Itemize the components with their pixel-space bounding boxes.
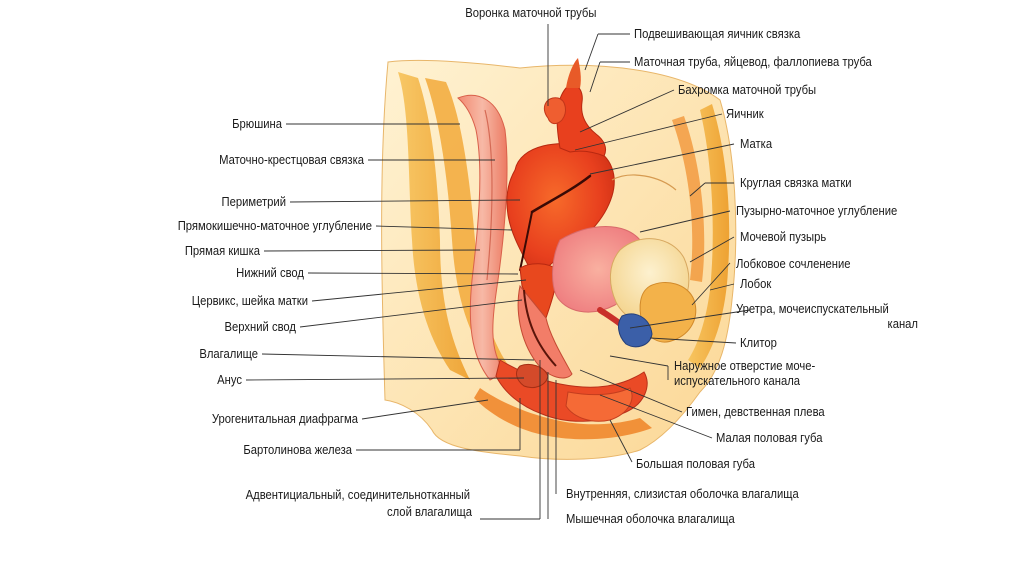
clitoris xyxy=(618,313,653,348)
label-voronka: Воронка маточной трубы xyxy=(465,6,597,20)
label-yaichnik: Яичник xyxy=(726,107,764,121)
label-myshechnaya: Мышечная оболочка влагалища xyxy=(566,512,735,526)
label-pryamaya-kishka: Прямая кишка xyxy=(184,244,260,258)
label-uretra-2: канал xyxy=(887,317,918,331)
label-bartolinova: Бартолинова железа xyxy=(243,443,352,457)
label-urogenitalnaya: Урогенитальная диафрагма xyxy=(211,412,358,426)
label-tserviks: Цервикс, шейка матки xyxy=(191,294,308,308)
label-adventitsialny-2: слой влагалища xyxy=(386,505,472,519)
label-podveshivayushchaya: Подвешивающая яичник связка xyxy=(634,27,801,41)
label-gimen: Гимен, девственная плева xyxy=(686,405,825,419)
label-bakhromka: Бахромка маточной трубы xyxy=(678,83,817,97)
label-vlagalishche: Влагалище xyxy=(199,347,258,361)
label-uretra-1: Уретра, мочеиспускательный xyxy=(736,302,889,316)
urogenital-diaphragm xyxy=(474,388,652,440)
label-anus: Анус xyxy=(217,373,242,387)
label-malaya-guba: Малая половая губа xyxy=(716,431,823,445)
pubic-symphysis xyxy=(639,282,697,343)
label-matochnaya-truba: Маточная труба, яйцевод, фаллопиева труб… xyxy=(634,55,872,69)
ovary xyxy=(543,97,566,125)
label-nizhniy-svod: Нижний свод xyxy=(236,266,304,280)
label-bolshaya-guba: Большая половая губа xyxy=(636,457,755,471)
label-lobok: Лобок xyxy=(740,277,772,291)
label-verkhniy-svod: Верхний свод xyxy=(224,320,296,334)
fimbriae xyxy=(566,58,581,88)
label-matochno-krestsovaya: Маточно-крестцовая связка xyxy=(219,153,364,167)
label-bryushina: Брюшина xyxy=(232,117,282,131)
label-naruzhnoe-2: испускательного канала xyxy=(674,374,801,388)
label-pryamokishechno: Прямокишечно-маточное углубление xyxy=(177,219,372,233)
label-matka: Матка xyxy=(740,137,773,151)
label-vnutrennyaya: Внутренняя, слизистая оболочка влагалища xyxy=(566,487,799,501)
label-klitor: Клитор xyxy=(740,336,777,350)
label-mochevoy-puzyr: Мочевой пузырь xyxy=(740,230,827,244)
label-perimetriy: Периметрий xyxy=(221,195,286,209)
label-puzyrno-matochnoe: Пузырно-маточное углубление xyxy=(736,204,898,218)
label-lobkovoe: Лобковое сочленение xyxy=(736,257,851,271)
anterior-fat-layer xyxy=(688,104,730,368)
label-naruzhnoe-1: Наружное отверстие моче- xyxy=(674,359,816,373)
sacrum-layer xyxy=(425,78,508,370)
label-kruglaya-svyazka: Круглая связка матки xyxy=(740,176,852,190)
leader-lines xyxy=(245,24,751,520)
peritoneum-fold xyxy=(611,174,677,191)
label-adventitsialny-1: Адвентициальный, соединительнотканный xyxy=(245,488,470,502)
fallopian-tube xyxy=(556,84,607,157)
posterior-fat-layer xyxy=(398,72,470,380)
abdominal-wall xyxy=(672,116,705,282)
vagina xyxy=(517,284,573,379)
